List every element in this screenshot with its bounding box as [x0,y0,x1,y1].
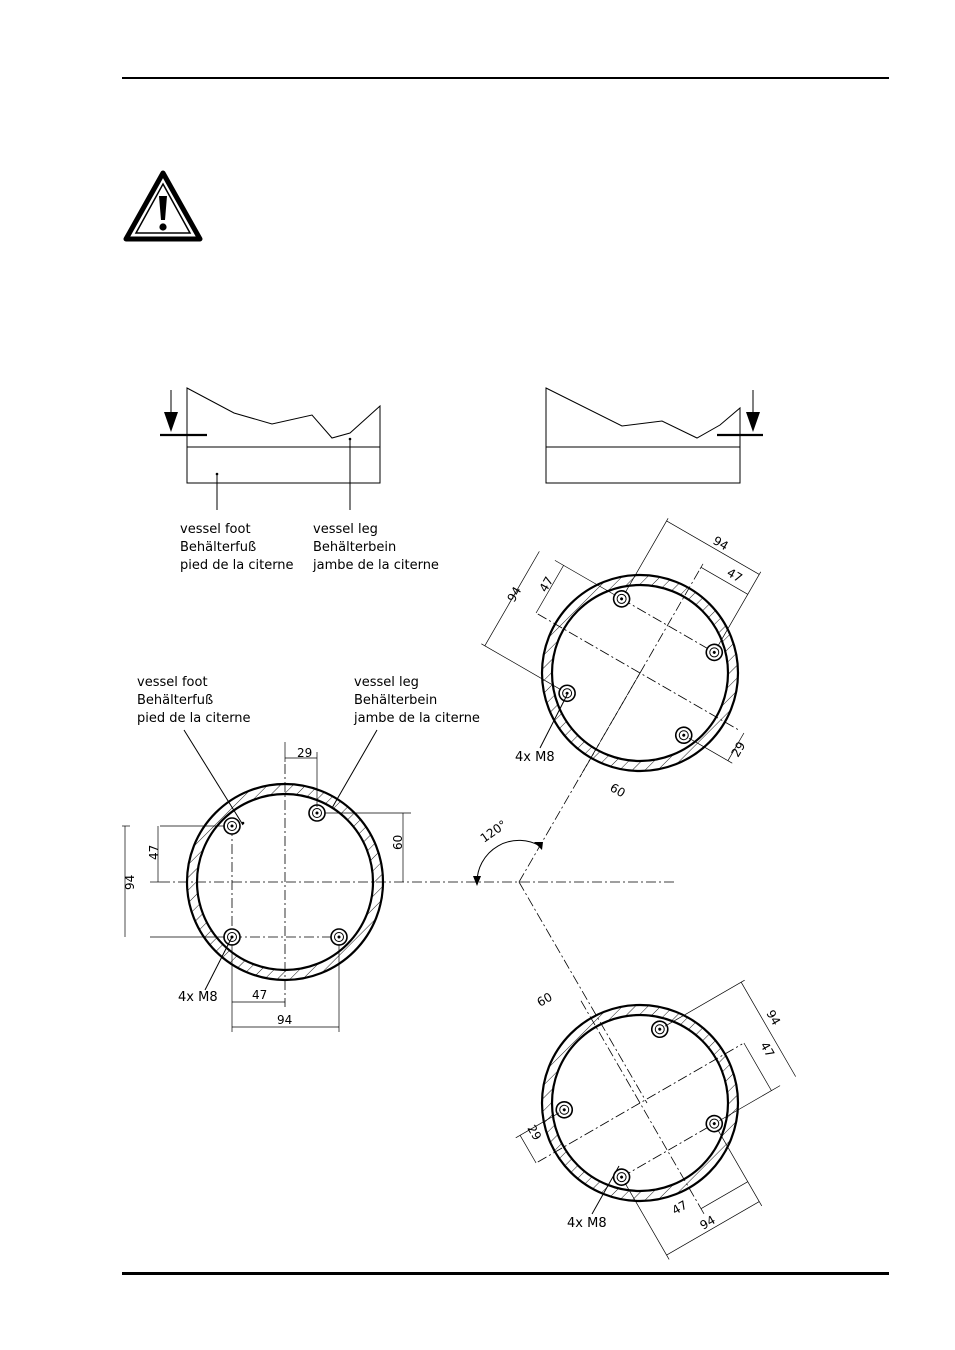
dim-94-br-a: 94 [763,1008,783,1028]
dim-94-br-b: 94 [698,1213,718,1233]
vessel-leg-label: vessel leg Behälterbein jambe de la cite… [353,675,480,726]
angle-label: 120° [478,817,510,845]
mounting-drawing: vessel foot Behälterfuß pied de la citer… [122,380,862,1260]
dim-47-left-horiz: 47 [252,988,267,1002]
dim-94-tr-a: 94 [711,533,731,553]
warning-icon [123,170,203,242]
dim-94-left-vert: 94 [123,875,137,890]
dim-47-left-vert: 47 [147,845,161,860]
bolts-label-tr: 4x M8 [515,750,555,765]
bolts-label-br: 4x M8 [567,1216,607,1231]
foot-ring-left [122,742,675,1032]
dim-29-br: 29 [524,1123,544,1143]
dim-94-left-horiz: 94 [277,1013,292,1027]
foot-ring-top-right [448,469,822,840]
vessel-foot-label: vessel foot Behälterfuß pied de la citer… [137,675,251,726]
dim-47-tr-b: 47 [536,574,556,594]
side-view-right [546,388,763,483]
dim-47-br-a: 47 [757,1040,777,1060]
footer-rule [122,1272,889,1275]
header-rule [122,77,889,79]
foot-ring-bottom-right [473,925,847,1260]
dim-60-left: 60 [391,835,405,850]
bolts-label-left: 4x M8 [178,990,218,1005]
angle-construction [473,673,647,1103]
vessel-leg-label-top: vessel leg Behälterbein jambe de la cite… [312,522,439,573]
dim-29-left: 29 [297,746,312,760]
dim-29-tr: 29 [728,739,748,759]
dim-60-br: 60 [535,990,555,1010]
dim-94-tr-b: 94 [504,584,524,604]
vessel-foot-label-top: vessel foot Behälterfuß pied de la citer… [180,522,294,573]
dim-47-br-b: 47 [670,1198,690,1218]
dim-60-tr: 60 [608,780,628,800]
side-view-left [160,388,380,510]
